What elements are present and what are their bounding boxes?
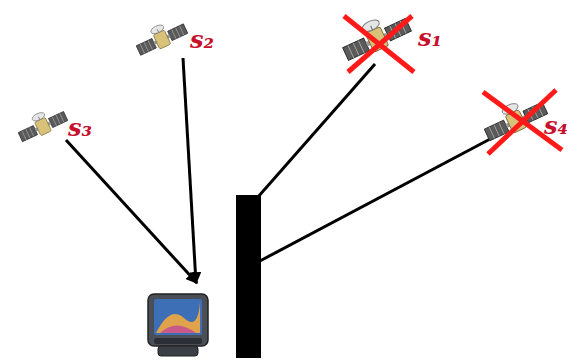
- signal-ray: [183, 58, 196, 283]
- satellite-node: s₄: [484, 94, 584, 154]
- satellite-icon: [342, 14, 412, 66]
- satellite-label: s₂: [190, 26, 214, 54]
- satellite-label: s₄: [544, 112, 568, 140]
- satellite-node: s₂: [136, 20, 231, 64]
- blocked-cross: [344, 16, 414, 72]
- obstacle-wall: [236, 195, 261, 358]
- satellite-icon: [484, 94, 548, 150]
- satellite-node: s₃: [18, 108, 108, 150]
- satellite-label: s₃: [68, 114, 92, 142]
- receiver-device: [148, 294, 208, 356]
- blocked-ray: [250, 64, 375, 206]
- blocked-cross: [483, 90, 562, 154]
- signal-ray: [66, 140, 197, 283]
- blocked-ray: [258, 138, 492, 262]
- satellite-icon: [18, 108, 68, 146]
- satellite-icon: [136, 20, 188, 60]
- satellite-label: s₁: [418, 24, 442, 52]
- satellite-node: s₁: [342, 14, 452, 70]
